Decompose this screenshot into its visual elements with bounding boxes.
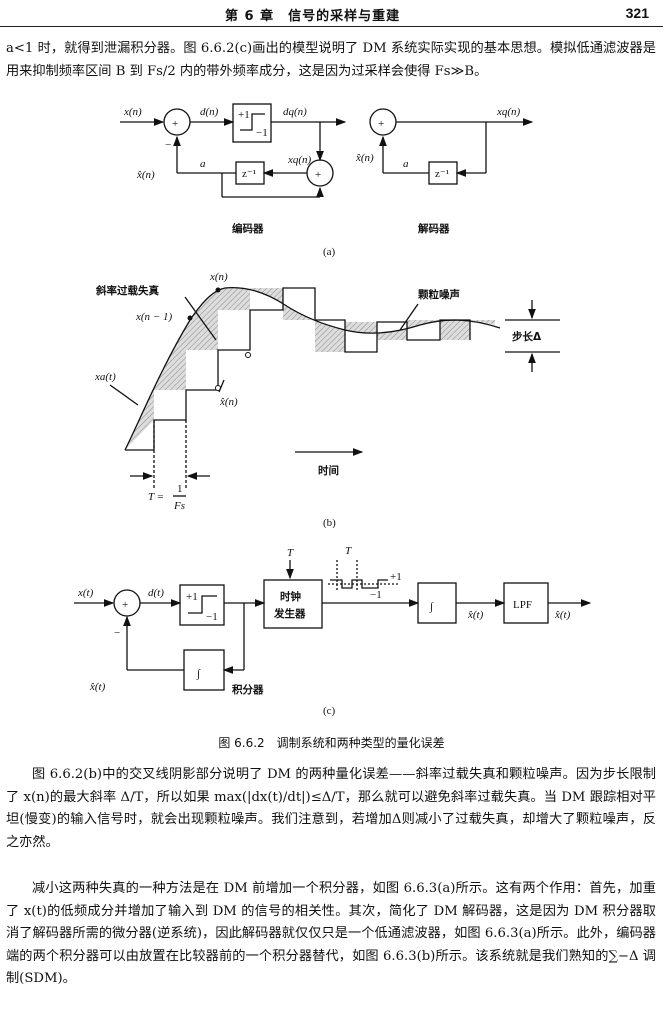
clock-label-2: 发生器 bbox=[273, 607, 306, 620]
clock-label-1: 时钟 bbox=[280, 590, 301, 603]
coef-a-dec: a bbox=[403, 158, 409, 170]
label-xq-out: xq(n) bbox=[496, 106, 521, 118]
label-xa-t: xa(t) bbox=[94, 371, 116, 383]
page-number: 321 bbox=[625, 5, 649, 21]
label-x-n: x(n) bbox=[123, 106, 142, 118]
quantizer-box bbox=[232, 103, 272, 143]
figure-caption: 图 6.6.2 调制系统和两种类型的量化误差 bbox=[218, 736, 445, 750]
minus-sign: − bbox=[165, 139, 171, 151]
integral-symbol: ∫ bbox=[429, 601, 434, 613]
paragraph-1: 图 6.6.2(b)中的交叉线阴影部分说明了 DM 的两种量化误差——斜率过载失… bbox=[6, 767, 656, 850]
T-eq: T = bbox=[148, 491, 164, 503]
label-xhat-n: x̂(n) bbox=[136, 169, 155, 181]
coef-a: a bbox=[200, 158, 206, 170]
T-wave: T bbox=[345, 545, 352, 557]
T-clock: T bbox=[287, 547, 294, 559]
chapter-title: 第 6 章 信号的采样与重建 bbox=[225, 9, 401, 24]
feedback-integrator-box bbox=[183, 649, 225, 691]
error-hatch-area bbox=[125, 287, 495, 450]
integrator-box bbox=[417, 582, 457, 624]
figure-c-block-diagram: x(t) + − d(t) +1 −1 时钟 发生器 T T +1 −1 ∫ x… bbox=[74, 545, 592, 717]
z-inverse: z⁻¹ bbox=[242, 168, 256, 180]
q-neg-c: −1 bbox=[206, 611, 218, 623]
figure-c-label: (c) bbox=[323, 705, 336, 717]
label-xhat-b: x̂(n) bbox=[219, 396, 238, 408]
analog-signal bbox=[124, 286, 501, 451]
lpf-label: LPF bbox=[513, 599, 532, 611]
label-xn-1: x(n − 1) bbox=[135, 311, 172, 323]
T-fs: Fs bbox=[173, 500, 185, 512]
paragraph-intro: a<1 时，就得到泄漏积分器。图 6.6.2(c)画出的模型说明了 DM 系统实… bbox=[6, 41, 656, 79]
label-xq-n: xq(n) bbox=[287, 154, 312, 166]
label-x-t: x(t) bbox=[77, 587, 94, 599]
paragraph-2: 减小这两种失真的一种方法是在 DM 前增加一个积分器，如图 6.6.3(a)所示… bbox=[6, 881, 656, 986]
label-xhat-fb: x̂(t) bbox=[89, 681, 106, 693]
z-inverse-dec: z⁻¹ bbox=[435, 168, 449, 180]
label-xn: x(n) bbox=[209, 271, 228, 283]
granular-noise-label: 颗粒噪声 bbox=[418, 288, 460, 301]
label-xhat-t-2: x̂(t) bbox=[554, 609, 571, 621]
figure-b-waveform: 斜率过载失真 x(n) x(n − 1) xa(t) x̂(n) 颗粒噪声 步长… bbox=[94, 271, 560, 529]
label-xhat-dec: x̂(n) bbox=[355, 152, 374, 164]
wave-pos: +1 bbox=[390, 571, 402, 583]
quantizer-box-c bbox=[179, 584, 225, 626]
plus-sign-2: + bbox=[315, 169, 321, 181]
T-one: 1 bbox=[177, 483, 183, 495]
plus-c: + bbox=[122, 599, 128, 611]
label-d-t: d(t) bbox=[148, 587, 164, 599]
plus-sign-3: + bbox=[378, 118, 384, 130]
figure-b-label: (b) bbox=[323, 517, 336, 529]
integrator-label: 积分器 bbox=[232, 683, 264, 696]
fb-integral-symbol: ∫ bbox=[196, 668, 201, 680]
plus-sign: + bbox=[172, 118, 178, 130]
step-size-label: 步长Δ bbox=[512, 330, 542, 343]
slope-overload-label: 斜率过载失真 bbox=[95, 284, 159, 297]
q-pos: +1 bbox=[238, 109, 250, 121]
label-xhat-t-1: x̂(t) bbox=[467, 609, 484, 621]
q-neg: −1 bbox=[256, 127, 268, 139]
label-dq-n: dq(n) bbox=[283, 106, 307, 118]
clock-generator-box bbox=[263, 579, 323, 629]
time-label: 时间 bbox=[318, 464, 339, 477]
minus-c: − bbox=[114, 627, 120, 639]
figure-a-block-diagram: x(n) + − d(n) +1 −1 dq(n) + xq(n) z⁻¹ a … bbox=[120, 103, 534, 258]
label-d-n: d(n) bbox=[200, 106, 219, 118]
q-pos-c: +1 bbox=[186, 591, 198, 603]
wave-neg: −1 bbox=[370, 589, 382, 601]
decoder-label: 解码器 bbox=[417, 222, 450, 235]
figure-a-label: (a) bbox=[323, 246, 336, 258]
staircase-approx bbox=[125, 287, 471, 451]
page-header: 第 6 章 信号的采样与重建 321 bbox=[0, 0, 663, 27]
encoder-label: 编码器 bbox=[232, 222, 264, 235]
